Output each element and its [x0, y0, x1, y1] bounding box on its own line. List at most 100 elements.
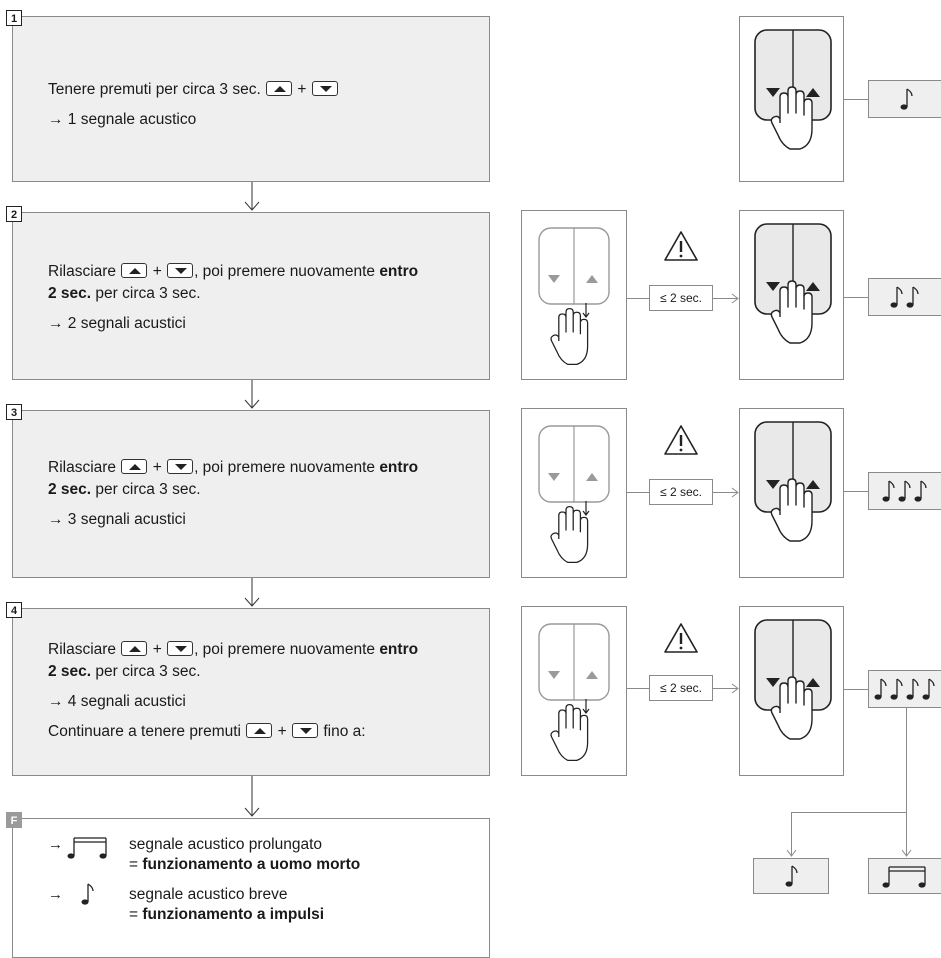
key-up-icon	[266, 81, 293, 96]
step-3-instruction-line2: 2 sec. per circa 3 sec.	[48, 480, 201, 500]
connector-line	[713, 688, 737, 689]
long-beep-icon	[67, 837, 107, 859]
connector-line	[627, 688, 649, 689]
key-up-icon	[121, 641, 148, 656]
switch-pressed-panel	[739, 16, 844, 182]
step-4-text-c: per circa 3 sec.	[95, 663, 201, 680]
final-arrow-short: →	[48, 886, 63, 903]
switch-pressed-icon	[754, 421, 832, 542]
down-arrow-icon	[244, 578, 260, 607]
switch-released-icon	[538, 425, 610, 564]
connector-line	[844, 99, 868, 100]
short-beep-function: funzionamento a impulsi	[142, 906, 325, 923]
beep-4-box	[868, 670, 941, 708]
music-note-icon	[785, 865, 798, 887]
long-beep-function: funzionamento a uomo morto	[142, 856, 361, 873]
connector-line	[844, 689, 868, 690]
step-1-text: Tenere premuti per circa 3 sec.	[48, 81, 261, 98]
step-2-instruction-line2: 2 sec. per circa 3 sec.	[48, 284, 201, 304]
switch-pressed-icon	[754, 223, 832, 344]
key-down-icon	[292, 723, 319, 738]
key-down-icon	[167, 263, 194, 278]
step-2-text-c: per circa 3 sec.	[95, 285, 201, 302]
step-1-badge: 1	[6, 10, 22, 26]
switch-released-icon	[538, 623, 610, 762]
step-4-result: → 4 segnali acustici	[48, 693, 186, 710]
step-2-bold-entro: entro	[379, 263, 419, 280]
step-4-instruction-line2: 2 sec. per circa 3 sec.	[48, 662, 201, 682]
switch-pressed-panel	[739, 210, 844, 380]
switch-released-panel	[521, 408, 627, 578]
switch-pressed-icon	[754, 619, 832, 740]
long-beep-label: segnale acustico prolungato	[129, 836, 323, 853]
switch-pressed-panel	[739, 606, 844, 776]
down-arrow-icon	[244, 182, 260, 211]
timing-box: ≤ 2 sec.	[649, 675, 713, 701]
double-note-icon	[890, 286, 919, 308]
step-4-bold-sec: 2 sec.	[48, 663, 92, 680]
branch-line	[906, 708, 907, 812]
plus-sign: +	[152, 641, 162, 658]
step-1-result: → 1 segnale acustico	[48, 111, 197, 128]
step-4-bold-entro: entro	[379, 641, 419, 658]
short-beep-meaning: = funzionamento a impulsi	[129, 906, 324, 924]
step-1-box	[12, 16, 490, 182]
switch-released-panel	[521, 210, 627, 380]
step-2-result: → 2 segnali acustici	[48, 315, 186, 332]
switch-released-panel	[521, 606, 627, 776]
step-4-text-b: , poi premere nuovamente	[194, 641, 375, 658]
step-3-box	[12, 410, 490, 578]
step-3-text-b: , poi premere nuovamente	[194, 459, 375, 476]
connector-line	[713, 492, 737, 493]
key-down-icon	[167, 641, 194, 656]
branch-line	[906, 812, 907, 856]
step-2-text-a: Rilasciare	[48, 263, 117, 280]
key-up-icon	[121, 263, 148, 278]
down-arrow-icon	[244, 380, 260, 409]
arrow-right-icon	[731, 293, 739, 304]
step-3-bold-entro: entro	[379, 459, 419, 476]
long-beep-meaning: = funzionamento a uomo morto	[129, 856, 360, 874]
music-note-icon	[900, 88, 913, 110]
key-down-icon	[167, 459, 194, 474]
connector-line	[627, 492, 649, 493]
step-1-instruction: Tenere premuti per circa 3 sec. +	[48, 80, 339, 100]
beep-1-box	[868, 80, 941, 118]
quadruple-note-icon	[874, 678, 935, 700]
step-2-bold-sec: 2 sec.	[48, 285, 92, 302]
step-4-badge: 4	[6, 602, 22, 618]
branch-line	[791, 812, 792, 856]
key-up-icon	[246, 723, 273, 738]
step-3-text-c: per circa 3 sec.	[91, 481, 201, 498]
music-note-icon	[81, 883, 94, 905]
connector-line	[844, 297, 868, 298]
switch-pressed-panel	[739, 408, 844, 578]
beep-3-box	[868, 472, 941, 510]
warning-triangle-icon	[664, 425, 698, 455]
step-4-continue-text: Continuare a tenere premuti	[48, 723, 242, 740]
step-3-text-a: Rilasciare	[48, 459, 117, 476]
step-3-badge: 3	[6, 404, 22, 420]
long-beep-icon	[882, 866, 926, 888]
switch-released-icon	[538, 227, 610, 366]
short-beep-label: segnale acustico breve	[129, 886, 288, 903]
triple-note-icon	[882, 480, 927, 502]
step-4-continue-end: fino a:	[323, 723, 366, 740]
step-3-result: → 3 segnali acustici	[48, 511, 186, 528]
long-beep-box	[868, 858, 941, 894]
arrow-right-icon	[731, 683, 739, 694]
final-arrow-long: →	[48, 836, 63, 853]
step-3-bold-sec: 2 sec.	[48, 481, 92, 498]
plus-sign: +	[152, 263, 162, 280]
connector-line	[713, 298, 737, 299]
step-4-continue: Continuare a tenere premuti + fino a:	[48, 722, 366, 742]
key-down-icon	[311, 81, 338, 96]
connector-line	[627, 298, 649, 299]
plus-sign: +	[277, 723, 287, 740]
arrow-down-icon	[786, 849, 797, 857]
switch-pressed-icon	[754, 29, 832, 150]
step-4-box	[12, 608, 490, 776]
step-2-box	[12, 212, 490, 380]
arrow-right-icon	[731, 487, 739, 498]
equals-sign: =	[129, 856, 143, 873]
